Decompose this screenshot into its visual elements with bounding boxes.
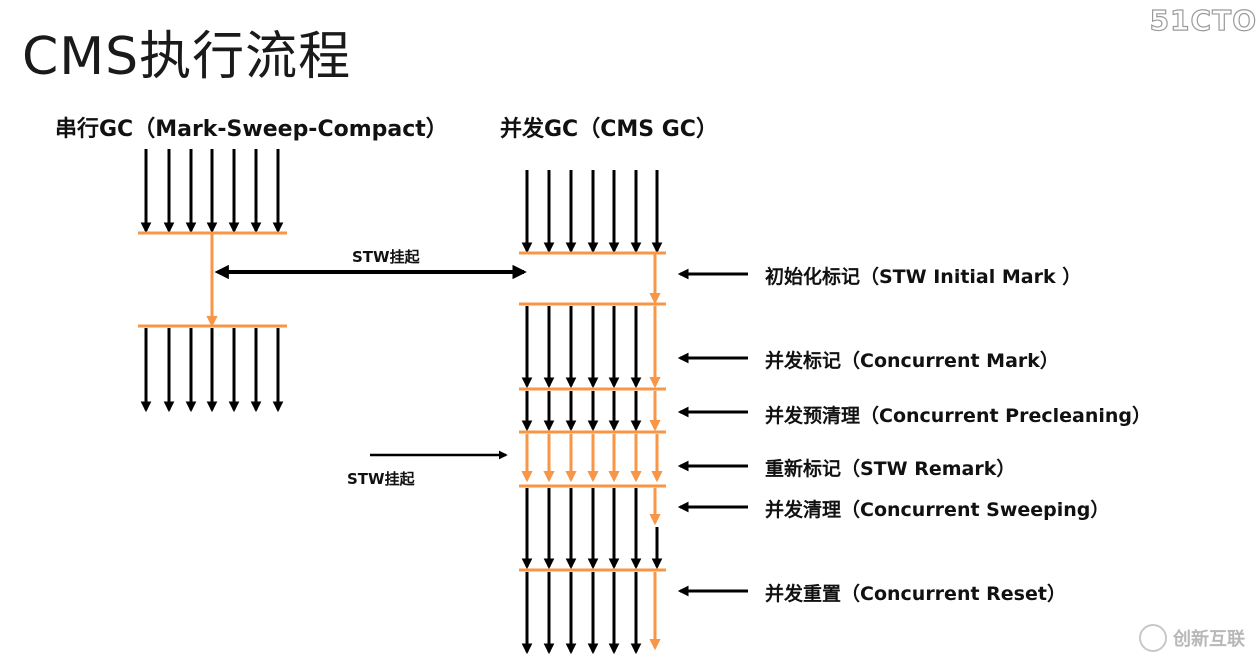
watermark-51cto: 51CTO	[1149, 3, 1257, 37]
watermark-cxhl: 创新互联	[1139, 624, 1245, 652]
watermark-cxhl-text: 创新互联	[1173, 629, 1245, 650]
phase-remark-label: 重新标记（STW Remark）	[765, 458, 1016, 480]
page-title: CMS执行流程	[22, 27, 352, 87]
stw-label-serial: STW挂起	[352, 248, 420, 266]
phase-reset-label: 并发重置（Concurrent Reset）	[765, 583, 1066, 605]
serial-gc-group	[138, 149, 527, 460]
phase-initial-mark-label: 初始化标记（STW Initial Mark ）	[765, 266, 1082, 288]
phase-precleaning-label: 并发预清理（Concurrent Precleaning）	[765, 405, 1151, 427]
stw-label-remark: STW挂起	[347, 470, 415, 488]
phase-pointer-group	[677, 268, 748, 597]
phase-sweeping-label: 并发清理（Concurrent Sweeping）	[765, 499, 1110, 521]
cxhl-logo-icon	[1139, 624, 1167, 652]
concurrent-gc-heading: 并发GC（CMS GC）	[500, 117, 718, 142]
serial-gc-heading: 串行GC（Mark-Sweep-Compact）	[55, 117, 448, 142]
phase-concurrent-mark-label: 并发标记（Concurrent Mark）	[765, 350, 1059, 372]
concurrent-gc-group	[519, 170, 666, 655]
